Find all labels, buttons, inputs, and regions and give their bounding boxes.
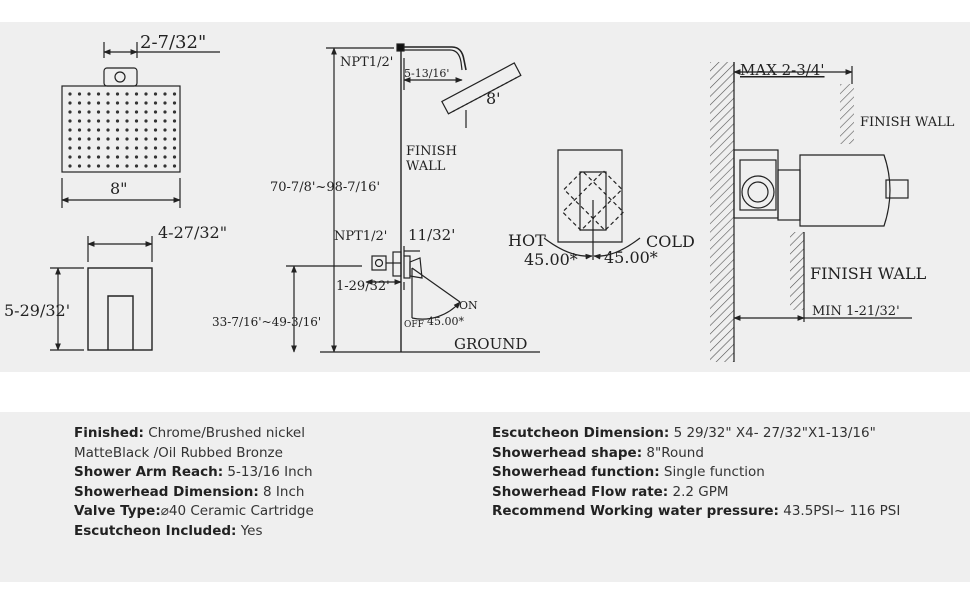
off-label: OFF <box>404 320 424 330</box>
spec-value: Yes <box>236 522 263 539</box>
hot-label: HOT <box>508 231 546 250</box>
min-depth-label: MIN 1-21/32' <box>812 304 900 319</box>
hot-angle-label: 45.00* <box>524 250 578 269</box>
spec-label: Showerhead shape: <box>492 444 643 461</box>
side-head-size-label: 8' <box>486 89 501 108</box>
spec-row: Showerhead Flow rate: 2.2 GPM <box>492 483 900 503</box>
spec-column-right: Escutcheon Dimension: 5 29/32" X4- 27/32… <box>492 424 900 522</box>
spec-label: Showerhead Dimension: <box>74 483 259 500</box>
showerhead-front-view <box>61 42 220 208</box>
valve-offset-label: 11/32' <box>408 226 455 244</box>
ground-label: GROUND <box>454 335 527 353</box>
finish-wall-section-label: FINISH WALL <box>810 264 927 283</box>
spec-value: 5-13/16 Inch <box>223 464 313 480</box>
spec-row: Valve Type:⌀40 Ceramic Cartridge <box>74 502 314 522</box>
handle-rotation-view <box>543 149 641 260</box>
nozzle-grid <box>68 92 177 168</box>
spec-row: Showerhead shape: 8"Round <box>492 444 900 464</box>
spec-value: MatteBlack /Oil Rubbed Bronze <box>74 444 283 461</box>
wall-section-view <box>710 62 912 362</box>
arm-offset-label: 2-7/32" <box>140 32 206 53</box>
handle-front-view <box>50 236 153 351</box>
spec-value: ⌀40 Ceramic Cartridge <box>160 503 314 519</box>
spec-label: Escutcheon Dimension: <box>492 425 670 441</box>
max-depth-label: MAX 2-3/4' <box>740 61 825 79</box>
spec-value: 8 Inch <box>258 483 305 500</box>
finish-wall-label-1: FINISH <box>406 144 457 159</box>
npt-top-label: NPT1/2' <box>340 55 393 70</box>
handle-height-label: 5-29/32' <box>4 301 70 320</box>
diagram-panel: 2-7/32" 8" 4-27/32" 5-29/32' <box>0 22 970 372</box>
spec-label: Showerhead function: <box>492 464 660 480</box>
spec-label: Shower Arm Reach: <box>74 464 224 480</box>
spec-row: Recommend Working water pressure: 43.5PS… <box>492 502 900 522</box>
spec-label: Showerhead Flow rate: <box>492 483 669 500</box>
spec-value: 5 29/32" X4- 27/32"X1-13/16" <box>669 425 876 441</box>
spec-value: 43.5PSI~ 116 PSI <box>778 503 901 519</box>
valve-height-label: 33-7/16'~49-3/16' <box>212 315 321 329</box>
spec-value: Chrome/Brushed nickel <box>143 425 305 441</box>
cold-label: COLD <box>646 232 695 251</box>
spec-label: Finished: <box>74 425 144 441</box>
head-width-label: 8" <box>110 179 128 198</box>
dimension-drawing: 2-7/32" 8" 4-27/32" 5-29/32' <box>4 32 955 362</box>
head-height-label: 70-7/8'~98-7/16' <box>270 180 380 195</box>
valve-depth-label: 1-29/32' <box>336 279 390 294</box>
spec-row: Finished: Chrome/Brushed nickel <box>74 424 314 444</box>
spec-label: Valve Type: <box>74 503 161 519</box>
finish-wall-label-2: WALL <box>406 159 446 174</box>
spec-row: Escutcheon Included: Yes <box>74 522 314 542</box>
cold-angle-label: 45.00* <box>604 248 658 267</box>
lever-angle-label: 45.00* <box>427 315 464 328</box>
finish-wall-top-label: FINISH WALL <box>860 115 955 130</box>
on-label: ON <box>459 299 478 312</box>
spec-row: MatteBlack /Oil Rubbed Bronze <box>74 444 314 464</box>
spec-row: Shower Arm Reach: 5-13/16 Inch <box>74 463 314 483</box>
npt-valve-label: NPT1/2' <box>334 229 387 244</box>
spec-row: Escutcheon Dimension: 5 29/32" X4- 27/32… <box>492 424 900 444</box>
arm-reach-label: 5-13/16' <box>404 67 449 80</box>
spec-value: Single function <box>659 464 765 480</box>
handle-width-label: 4-27/32" <box>158 223 227 242</box>
spec-row: Showerhead Dimension: 8 Inch <box>74 483 314 503</box>
spec-value: 8"Round <box>642 444 704 461</box>
spec-label: Escutcheon Included: <box>74 522 237 539</box>
spec-row: Showerhead function: Single function <box>492 463 900 483</box>
spec-label: Recommend Working water pressure: <box>492 503 779 519</box>
spec-value: 2.2 GPM <box>668 483 729 500</box>
side-installation-view <box>286 43 540 353</box>
